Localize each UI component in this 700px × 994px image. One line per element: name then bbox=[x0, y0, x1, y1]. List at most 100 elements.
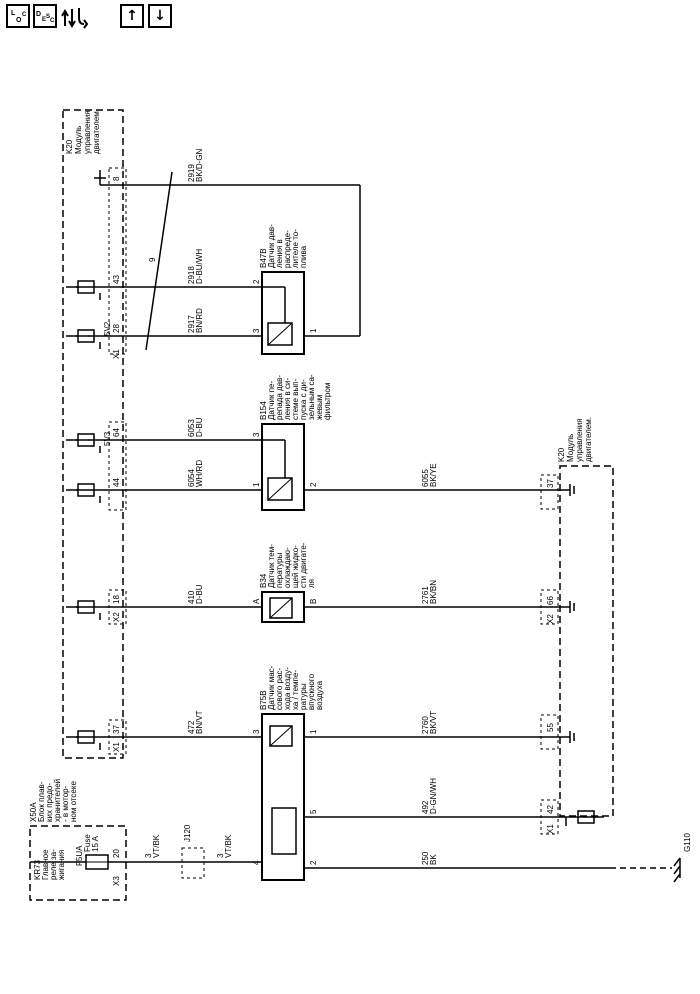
svg-text:2761: 2761 bbox=[421, 586, 430, 604]
group-5v3: 5V3 bbox=[103, 431, 112, 446]
svg-text:Датчик пе-: Датчик пе- bbox=[267, 381, 276, 420]
next-page-button[interactable]: ↓ bbox=[148, 4, 172, 28]
ground-g110-icon bbox=[673, 857, 681, 883]
connector-view-button[interactable] bbox=[60, 4, 90, 30]
svg-text:3: 3 bbox=[216, 853, 225, 858]
twist-label: 9 bbox=[148, 257, 157, 262]
legend-label: L bbox=[11, 10, 16, 17]
svg-text:репада дав-: репада дав- bbox=[275, 375, 284, 420]
pressure-element-b47b bbox=[267, 322, 293, 346]
sensor-b75b-box bbox=[261, 713, 305, 881]
svg-text:распреде-: распреде- bbox=[283, 230, 292, 268]
svg-text:3: 3 bbox=[144, 853, 153, 858]
description-button[interactable]: D E S C bbox=[33, 4, 57, 28]
svg-text:B: B bbox=[309, 599, 318, 604]
svg-text:впускного: впускного bbox=[307, 673, 316, 710]
down-arrow-icon: ↓ bbox=[154, 8, 166, 24]
twisted-pair-marker bbox=[145, 171, 173, 351]
maf-element bbox=[271, 807, 297, 855]
ecm-outline bbox=[62, 109, 124, 759]
svg-text:пературы: пературы bbox=[275, 552, 284, 588]
svg-text:Датчик мас-: Датчик мас- bbox=[267, 665, 276, 710]
svg-text:ха / темпе-: ха / темпе- bbox=[291, 670, 300, 710]
svg-text:492: 492 bbox=[421, 800, 430, 814]
svg-text:X1: X1 bbox=[546, 824, 555, 834]
svg-text:управления: управления bbox=[575, 418, 584, 462]
splice-j120 bbox=[181, 847, 205, 879]
svg-text:жигания: жигания bbox=[57, 850, 66, 880]
svg-text:15 A: 15 A bbox=[91, 835, 100, 852]
svg-text:1: 1 bbox=[309, 729, 318, 734]
sensor-b34-id: B34 bbox=[259, 573, 268, 588]
svg-text:472: 472 bbox=[187, 720, 196, 734]
svg-text:S: S bbox=[46, 14, 50, 20]
svg-text:6053: 6053 bbox=[187, 419, 196, 437]
svg-text:ратуры: ратуры bbox=[299, 683, 308, 710]
svg-text:жевым: жевым bbox=[315, 395, 324, 420]
svg-text:сти двигате-: сти двигате- bbox=[299, 542, 308, 588]
svg-text:2: 2 bbox=[252, 279, 261, 284]
sensor-b75b-id: B75B bbox=[259, 690, 268, 710]
svg-text:BK/D-GN: BK/D-GN bbox=[195, 148, 204, 182]
svg-text:хода возду-: хода возду- bbox=[283, 667, 292, 710]
legend-button[interactable]: L O C bbox=[6, 4, 30, 28]
svg-text:- в мотор-: - в мотор- bbox=[61, 785, 70, 822]
svg-text:BK/BN: BK/BN bbox=[429, 580, 438, 604]
terminal-symbols-right bbox=[565, 484, 604, 826]
svg-text:двигателем.: двигателем. bbox=[92, 109, 101, 154]
circuit-2919-num: 2919 bbox=[187, 164, 196, 182]
svg-text:зельным са-: зельным са- bbox=[307, 374, 316, 420]
svg-text:пуска с ди-: пуска с ди- bbox=[299, 379, 308, 420]
svg-text:X2: X2 bbox=[546, 614, 555, 624]
svg-text:BK: BK bbox=[429, 854, 438, 865]
sensor-b154-box bbox=[261, 423, 305, 511]
svg-text:WH/RD: WH/RD bbox=[195, 460, 204, 487]
svg-text:ких предо-: ких предо- bbox=[45, 783, 54, 822]
svg-text:D-BU: D-BU bbox=[195, 417, 204, 437]
splice-label: J120 bbox=[183, 824, 192, 842]
up-arrow-icon: ↑ bbox=[126, 8, 138, 24]
svg-text:64: 64 bbox=[112, 428, 121, 437]
svg-text:VT/BK: VT/BK bbox=[152, 834, 161, 858]
svg-text:6055: 6055 bbox=[421, 469, 430, 487]
svg-text:44: 44 bbox=[112, 478, 121, 487]
svg-text:3: 3 bbox=[252, 729, 261, 734]
svg-text:Fuse: Fuse bbox=[83, 834, 92, 852]
svg-text:фильтром: фильтром bbox=[323, 383, 332, 420]
svg-text:D-BU/WH: D-BU/WH bbox=[195, 249, 204, 284]
svg-text:воздуха: воздуха bbox=[315, 680, 324, 710]
svg-text:D-BU: D-BU bbox=[195, 584, 204, 604]
svg-text:20: 20 bbox=[112, 849, 121, 858]
svg-text:3: 3 bbox=[252, 432, 261, 437]
svg-text:стеме вып-: стеме вып- bbox=[291, 378, 300, 420]
svg-text:250: 250 bbox=[421, 851, 430, 865]
svg-text:28: 28 bbox=[112, 324, 121, 333]
svg-text:Датчик тем-: Датчик тем- bbox=[267, 544, 276, 588]
svg-text:C: C bbox=[50, 18, 55, 24]
svg-text:Блок плав-: Блок плав- bbox=[37, 781, 46, 822]
svg-text:1: 1 bbox=[309, 328, 318, 333]
svg-text:Главное: Главное bbox=[41, 849, 50, 880]
connector-x1-block bbox=[108, 167, 127, 355]
svg-text:BN/VT: BN/VT bbox=[195, 710, 204, 734]
connector-x1-label: X1 bbox=[112, 349, 121, 359]
svg-text:управления: управления bbox=[83, 110, 92, 154]
pin-label: 8 bbox=[112, 176, 121, 181]
svg-text:37: 37 bbox=[546, 479, 555, 488]
svg-text:X3: X3 bbox=[112, 876, 121, 886]
svg-text:VT/BK: VT/BK bbox=[224, 834, 233, 858]
terminal-symbols-left bbox=[66, 170, 106, 750]
svg-text:K20: K20 bbox=[557, 447, 566, 462]
svg-text:3: 3 bbox=[252, 328, 261, 333]
svg-text:2760: 2760 bbox=[421, 716, 430, 734]
relay-id: KR73 bbox=[33, 859, 42, 880]
svg-text:охлаждаю-: охлаждаю- bbox=[283, 547, 292, 588]
svg-text:55: 55 bbox=[546, 723, 555, 732]
svg-text:ления в: ления в bbox=[275, 239, 284, 268]
svg-text:1: 1 bbox=[252, 482, 261, 487]
group-5v2: 5V2 bbox=[103, 321, 112, 336]
fuse-id: F5UA bbox=[75, 845, 84, 866]
svg-text:42: 42 bbox=[546, 805, 555, 814]
previous-page-button[interactable]: ↑ bbox=[120, 4, 144, 28]
